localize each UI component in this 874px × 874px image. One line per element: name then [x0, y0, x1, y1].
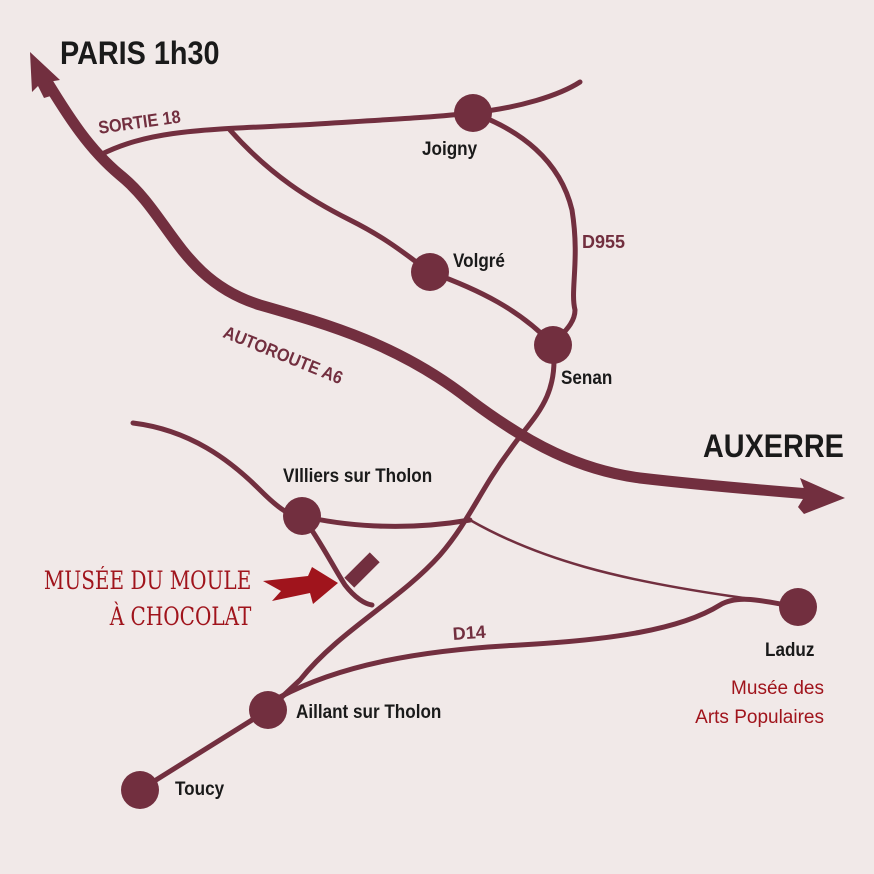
road-label-d955: D955 — [582, 232, 626, 252]
town-dot-toucy — [121, 771, 159, 809]
town-dot-villiers — [283, 497, 321, 535]
road-senan-aillant — [265, 342, 557, 713]
museum-label-line2: À CHOCOLAT — [109, 602, 252, 631]
town-dot-volgre — [411, 253, 449, 291]
town-label-volgre: Volgré — [453, 251, 505, 272]
road-volgre-senan — [427, 269, 556, 348]
road-villiers-laduz — [468, 518, 800, 609]
museum-marker-icon — [344, 552, 380, 588]
destination-auxerre: AUXERRE — [703, 428, 844, 464]
museum-pointer-arrow-icon — [263, 567, 338, 604]
museum-label: MUSÉE DU MOULE À CHOCOLAT — [44, 563, 251, 635]
laduz-museum-line1: Musée des — [731, 678, 824, 699]
road-aillant-toucy — [137, 707, 271, 793]
road-d955 — [470, 110, 578, 348]
town-label-toucy: Toucy — [175, 779, 225, 800]
road-sortie-volgre — [227, 127, 433, 275]
town-label-laduz: Laduz — [765, 640, 815, 661]
town-label-joigny: Joigny — [422, 139, 478, 160]
town-dot-laduz — [779, 588, 817, 626]
town-label-aillant: Aillant sur Tholon — [296, 702, 442, 723]
town-label-villiers: VIlliers sur Tholon — [283, 466, 433, 487]
arrow-paris-icon — [30, 52, 60, 98]
museum-label-line1: MUSÉE DU MOULE — [43, 566, 251, 595]
sortie-18-road — [97, 79, 583, 158]
laduz-museum-label: Musée des Arts Populaires — [695, 674, 824, 732]
laduz-museum-line2: Arts Populaires — [695, 707, 824, 728]
arrow-auxerre-icon — [798, 478, 845, 514]
destination-paris: PARIS 1h30 — [60, 35, 220, 71]
town-label-senan: Senan — [561, 368, 613, 389]
road-villiers-museum — [299, 513, 375, 608]
road-d14 — [277, 596, 801, 700]
town-dot-aillant — [249, 691, 287, 729]
town-dot-senan — [534, 326, 572, 364]
autoroute-a6 — [34, 64, 816, 500]
town-dot-joigny — [454, 94, 492, 132]
road-label-d14: D14 — [452, 621, 487, 644]
